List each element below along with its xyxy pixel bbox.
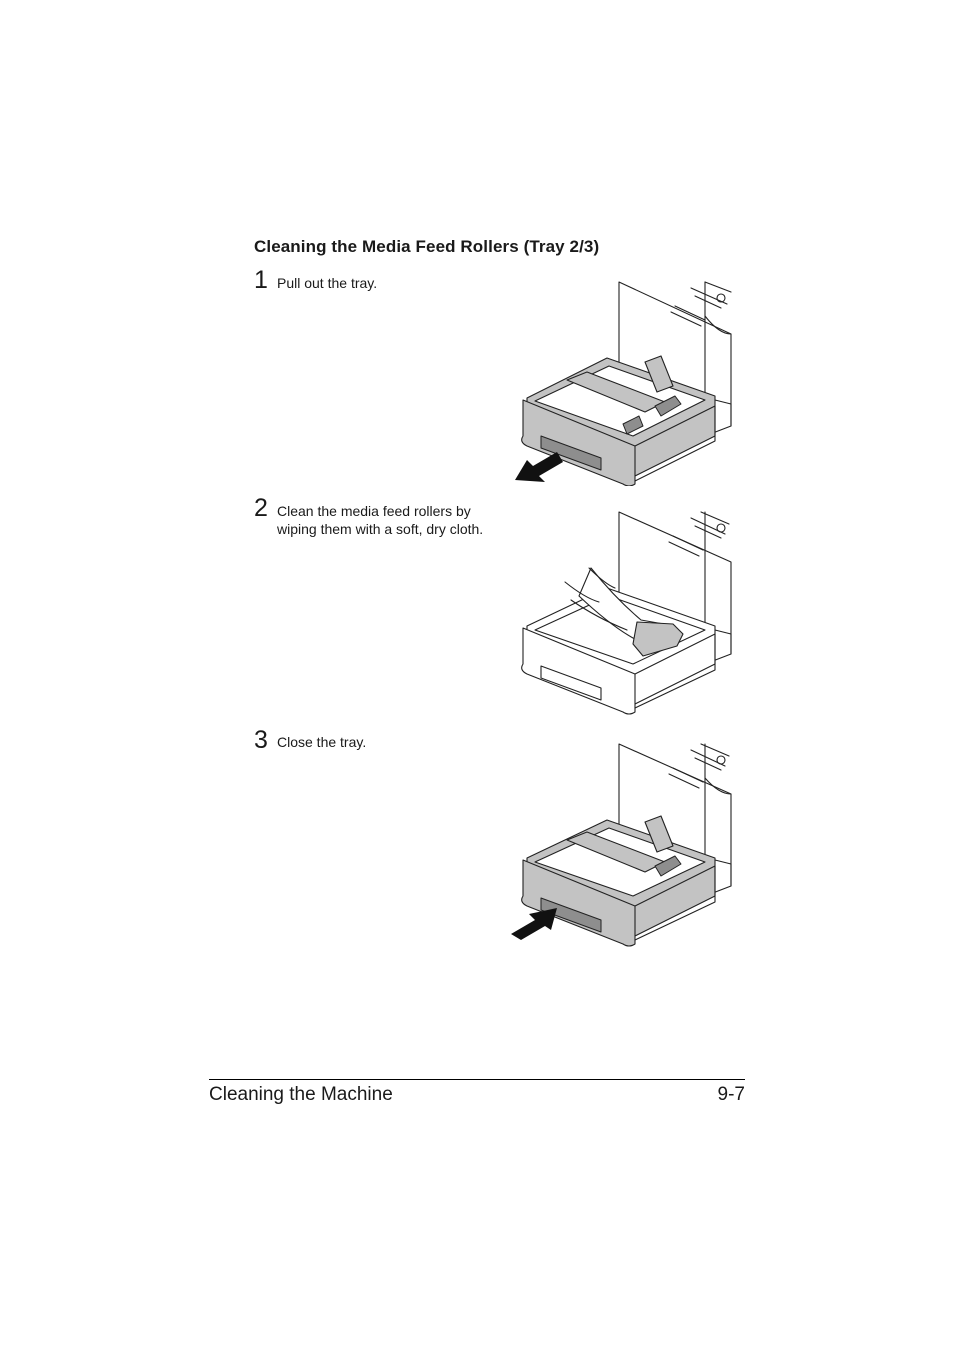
footer-divider: [209, 1079, 745, 1080]
footer-chapter-title: Cleaning the Machine: [209, 1084, 393, 1105]
step-1-text: Pull out the tray.: [277, 275, 378, 291]
section-title: Cleaning the Media Feed Rollers (Tray 2/…: [254, 237, 600, 256]
step-3-number: 3: [254, 726, 268, 754]
step-3-text: Close the tray.: [277, 734, 367, 750]
step-2-text: Clean the media feed rollers by wiping t…: [277, 503, 484, 537]
step-2-number: 2: [254, 494, 268, 522]
step-1-number: 1: [254, 266, 268, 294]
tray-pull-out-illustration: [515, 281, 732, 486]
tray-close-illustration: [511, 743, 732, 947]
footer-page-number: 9-7: [717, 1084, 745, 1105]
wipe-rollers-illustration: [521, 511, 732, 715]
